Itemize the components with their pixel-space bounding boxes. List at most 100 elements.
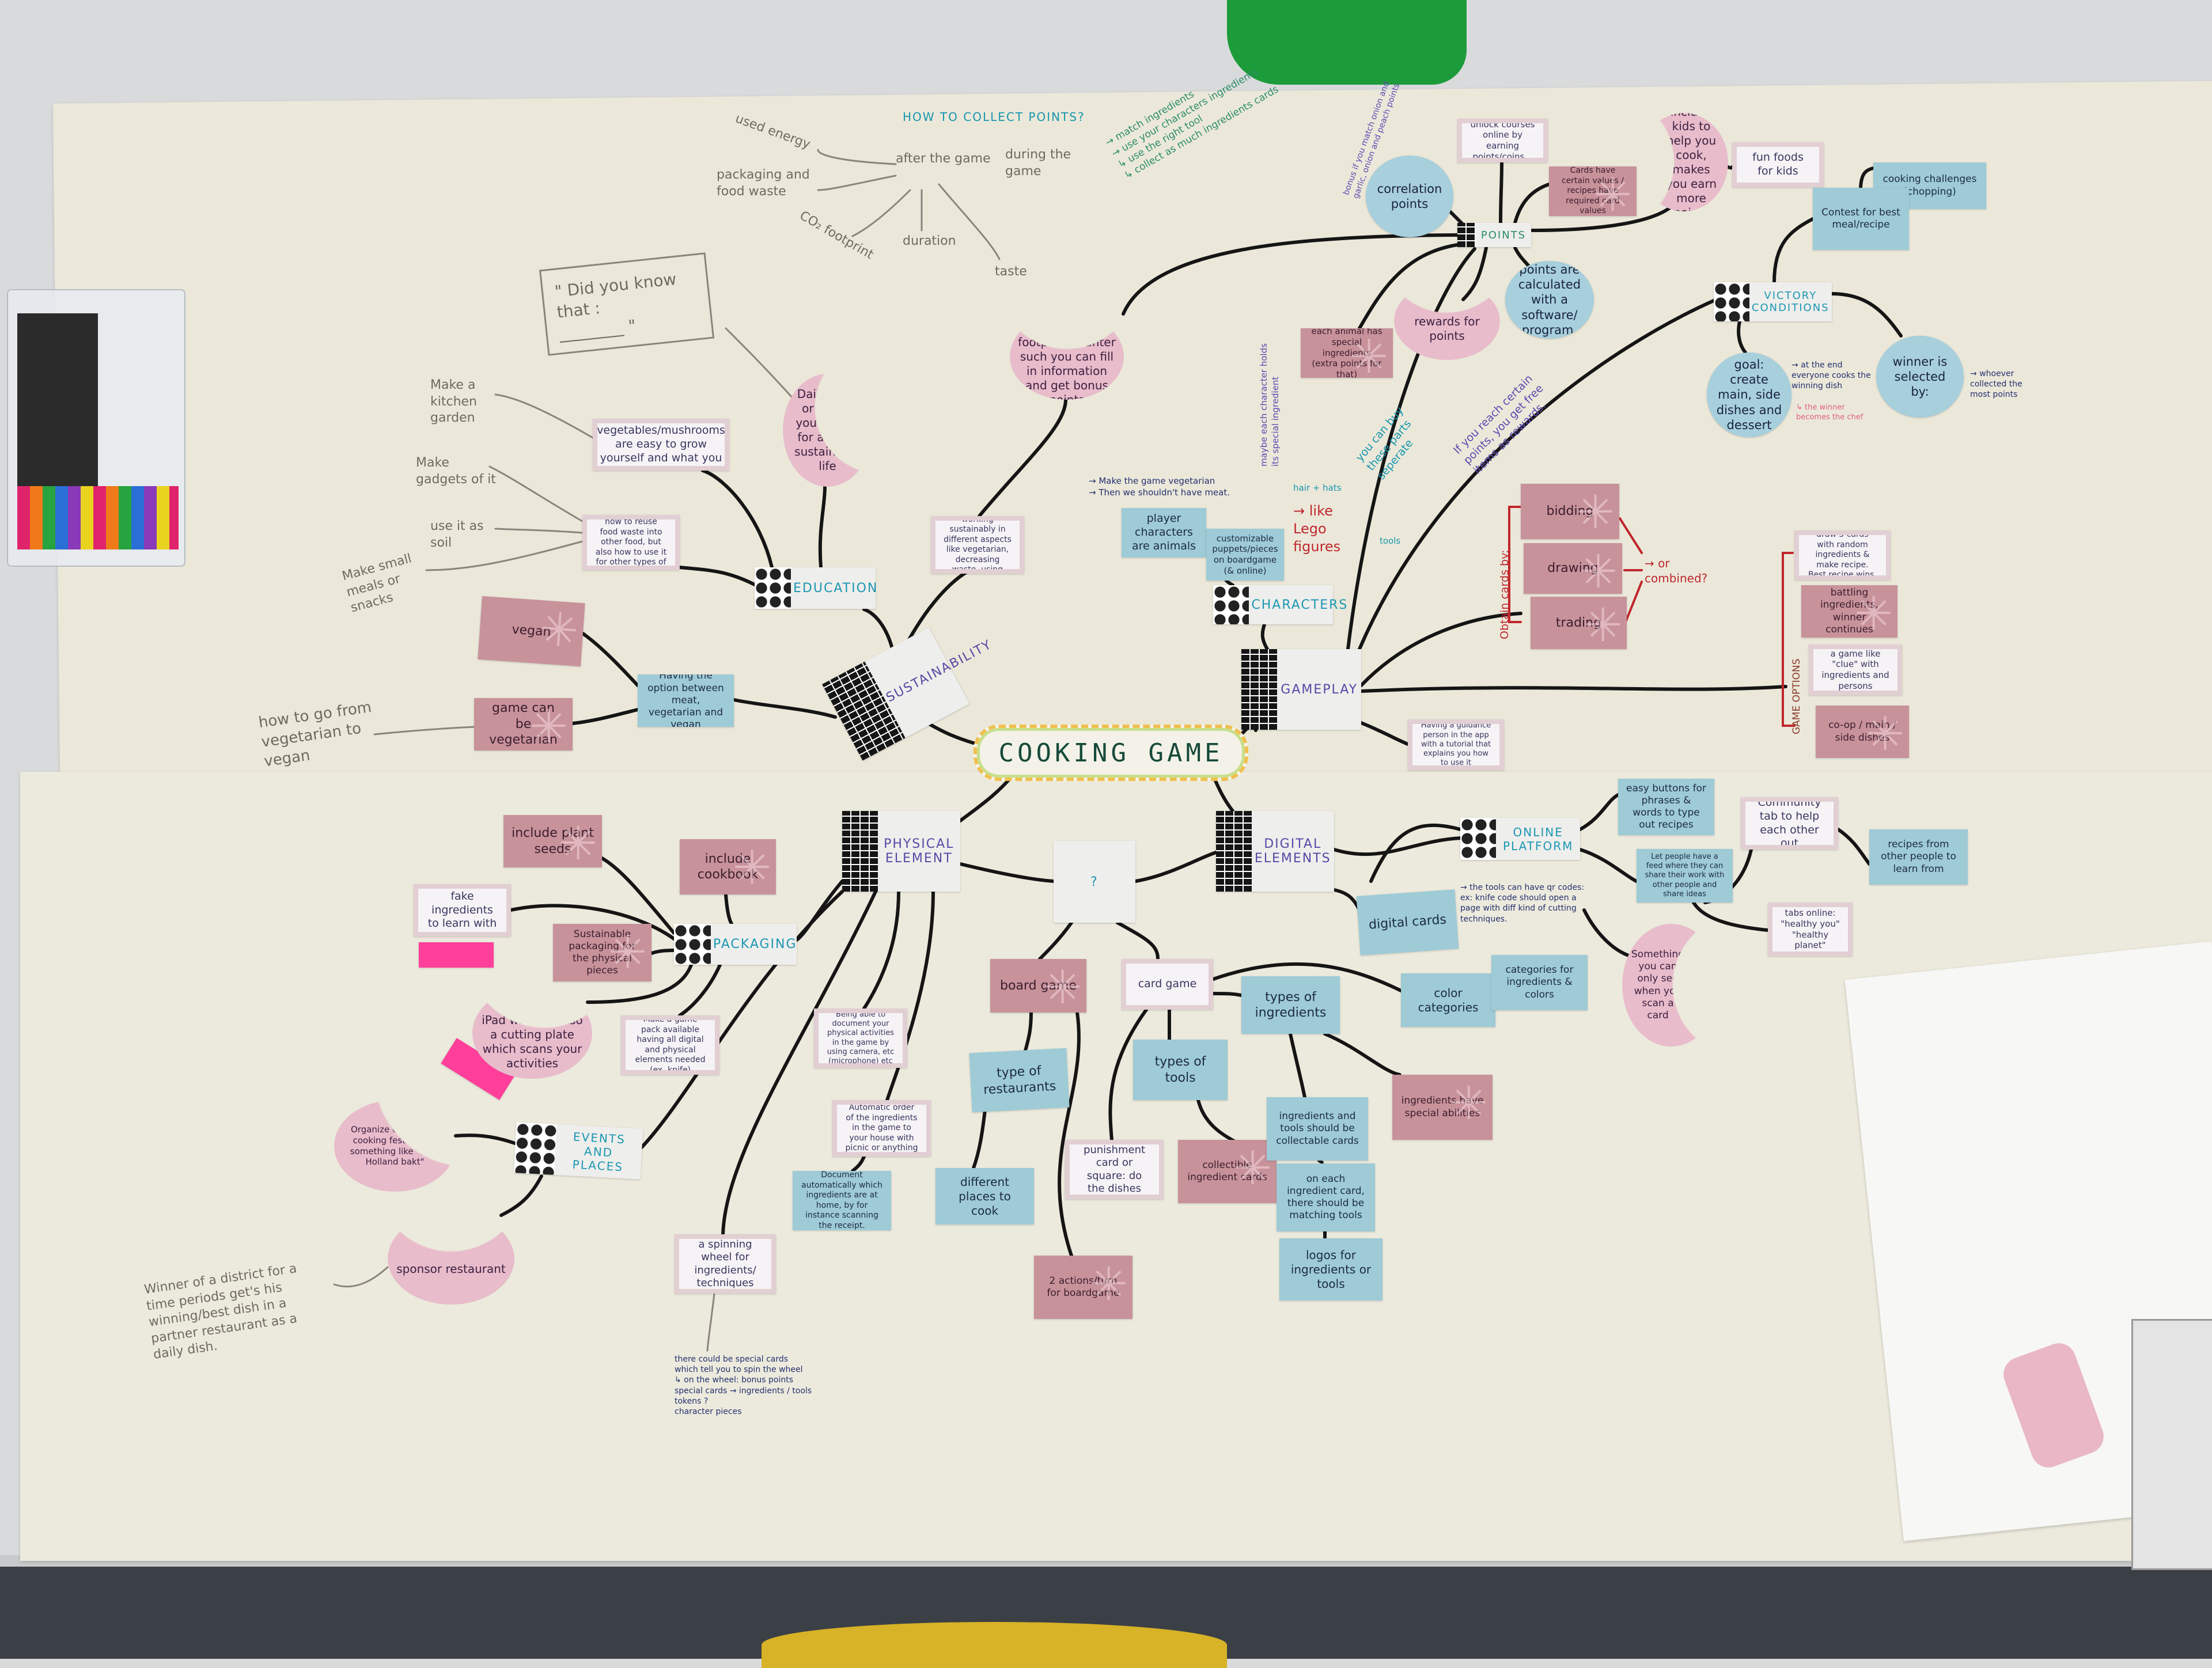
dots-pattern <box>1460 818 1497 860</box>
sketch-during-game: during the game <box>1005 147 1071 179</box>
question-mark: ? <box>1090 874 1099 889</box>
note-sponsor-restaurant: sponsor restaurant <box>388 1213 514 1305</box>
note-unlock-courses: unlock courses online by earning points/… <box>1457 119 1548 162</box>
note-customizable: customizable puppets/pieces on boardgame… <box>1206 529 1284 581</box>
note-punishment-card: punishment card or square: do the dishes <box>1065 1140 1164 1199</box>
note-explain-people: Explain people how to reuse food waste i… <box>582 515 680 570</box>
note-contest: Contest for best meal/recipe <box>1813 188 1909 250</box>
yellow-chair <box>762 1622 1227 1668</box>
note-learn-people: Learn people what vegetables/mushrooms a… <box>593 419 729 471</box>
annot-qr-codes: → the tools can have qr codes: ex: knife… <box>1460 883 1585 924</box>
note-types-ingredients: types of ingredients <box>1241 976 1340 1034</box>
sketch-packaging-waste: packaging and food waste <box>717 168 810 199</box>
note-rewards: rewards for points <box>1394 282 1500 360</box>
note-fun-foods: fun foods for kids <box>1732 142 1824 187</box>
note-clue: a game like "clue" with ingredients and … <box>1809 645 1902 695</box>
note-ipad: iPad which is also a cutting plate which… <box>472 987 592 1079</box>
marker-pack <box>7 289 185 567</box>
annot-game-options: GAME OPTIONS <box>1791 658 1802 734</box>
dots-pattern <box>755 567 791 609</box>
hub-label: EVENTS AND PLACES <box>572 1129 626 1174</box>
note-draw-three: draw 3 cards with random ingredients & m… <box>1794 530 1891 580</box>
note-cards-values: Cards have certain values / recipes have… <box>1549 166 1637 216</box>
note-winner-selected: winner is selected by: <box>1876 336 1964 418</box>
note-include-kids: include kids to help you cook, makes you… <box>1639 113 1728 211</box>
did-you-know-text: " Did you know that : ________ " <box>554 269 677 343</box>
central-title-cooking-game: COOKING GAME <box>974 725 1248 781</box>
note-having-option: Having the option between meat, vegetari… <box>638 674 734 727</box>
note-guidance: Having a guidance person in the app with… <box>1408 719 1504 770</box>
sketch-kitchen-garden: Make a kitchen garden <box>430 378 477 426</box>
hub-online-platform: ONLINE PLATFORM <box>1460 818 1580 860</box>
note-scan-card: Something you can only see when you scan… <box>1622 924 1720 1047</box>
note-coop: co-op / main / side dishes <box>1816 706 1909 758</box>
note-matching-tools: on each ingredient card, there should be… <box>1277 1163 1375 1231</box>
note-card-game: card game <box>1122 959 1213 1010</box>
annot-special-ingredient: maybe each character holds its special i… <box>1259 343 1281 467</box>
sketch-taste: taste <box>995 264 1027 279</box>
dots-pattern <box>1714 282 1749 321</box>
note-drawing: drawing <box>1524 543 1622 594</box>
note-tabs-online: tabs online: "healthy you" "healthy plan… <box>1768 903 1853 956</box>
dots-pattern <box>674 924 711 965</box>
hub-points: POINTS <box>1457 223 1531 247</box>
hub-packaging: PACKAGING <box>674 924 797 965</box>
note-game-vegetarian: game can be vegetarian <box>474 698 573 750</box>
annot-end-everyone: → at the end everyone cooks the winning … <box>1791 361 1871 391</box>
maze-pattern <box>1216 811 1252 892</box>
note-get-points: Get points for working sustainably in di… <box>931 516 1024 574</box>
note-fake-ingredients: fake ingredients to learn with <box>414 884 511 937</box>
annot-obtain-cards: Obtain cards by: <box>1498 549 1511 639</box>
note-spinning-wheel: a spinning wheel for ingredients/ techni… <box>675 1234 776 1294</box>
note-recipes-others: recipes from other people to learn from <box>1869 829 1968 885</box>
note-daily-facts: Daily facts or things you can do for a m… <box>783 374 872 487</box>
note-board-game: board game <box>990 959 1086 1013</box>
annot-lego: → like Lego figures <box>1293 503 1341 555</box>
hub-label: CHARACTERS <box>1251 597 1349 612</box>
annot-whoever: → whoever collected the most points <box>1970 369 2022 400</box>
annot-special-cards: there could be special cards which tell … <box>675 1355 812 1416</box>
annot-tools: tools <box>1380 536 1401 546</box>
sketch-after-game: after the game <box>896 151 991 166</box>
note-cookbook: include cookbook <box>680 839 776 894</box>
sketch-gadgets: Make gadgets of it <box>416 456 496 487</box>
hub-label: ONLINE PLATFORM <box>1502 825 1574 853</box>
note-game-pack: Make a game pack available having all di… <box>621 1015 719 1075</box>
maze-pattern <box>842 811 878 892</box>
annot-or-combined: → or combined? <box>1645 556 1708 585</box>
note-battling: battling ingredients, winner continues <box>1801 585 1897 638</box>
hub-label: EDUCATION <box>793 581 878 596</box>
star-pattern <box>1457 223 1476 247</box>
annot-hair-hats: hair + hats <box>1293 483 1342 493</box>
annot-vegetarian-meat: → Make the game vegetarian → Then we sho… <box>1089 476 1230 498</box>
note-two-actions: 2 actions/turn for boardgame <box>1034 1256 1132 1319</box>
sketch-did-you-know: " Did you know that : ________ " <box>539 252 715 356</box>
note-categories-colors: categories for ingredients & colors <box>1491 955 1588 1010</box>
hub-label: PHYSICAL ELEMENT <box>884 837 955 866</box>
note-points-calculated: points are calculated with a software/ p… <box>1505 261 1594 339</box>
sketch-how-to-collect: HOW TO COLLECT POINTS? <box>903 110 1085 124</box>
hub-education: EDUCATION <box>755 567 877 609</box>
green-bag <box>1227 0 1467 85</box>
hub-label: DIGITAL ELEMENTS <box>1254 837 1331 866</box>
note-bidding: bidding <box>1521 484 1619 539</box>
sticker-tray <box>2131 1319 2212 1570</box>
note-each-animal: each animal has special ingredients (ext… <box>1301 328 1393 378</box>
note-collectable-cards: ingredients and tools should be collecta… <box>1267 1097 1368 1161</box>
hub-label: GAMEPLAY <box>1281 682 1358 697</box>
annot-winner-chef: ↳ the winner becomes the chef <box>1796 403 1863 422</box>
note-types-tools: types of tools <box>1133 1040 1228 1100</box>
note-feed: Let people have a feed where they can sh… <box>1637 849 1733 903</box>
sketch-soil: use it as soil <box>430 519 484 550</box>
note-correlation-points: correlation points <box>1366 156 1453 237</box>
sketch-duration: duration <box>903 234 956 248</box>
note-collectible-cards: collectible ingredient cards <box>1178 1140 1277 1203</box>
hub-digital-elements: DIGITAL ELEMENTS <box>1216 811 1334 892</box>
note-co2-counter: Include a CO₂ footprint counter such you… <box>1010 313 1124 400</box>
note-logos: logos for ingredients or tools <box>1279 1238 1382 1301</box>
note-special-abilities: ingredients have special abilities <box>1392 1075 1493 1140</box>
note-automatic-order: Automatic order of the ingredients in th… <box>832 1100 931 1157</box>
hub-question: ? <box>1054 841 1135 923</box>
pink-sticky-strip <box>419 942 494 968</box>
note-type-restaurants: type of restaurants <box>969 1048 1070 1113</box>
